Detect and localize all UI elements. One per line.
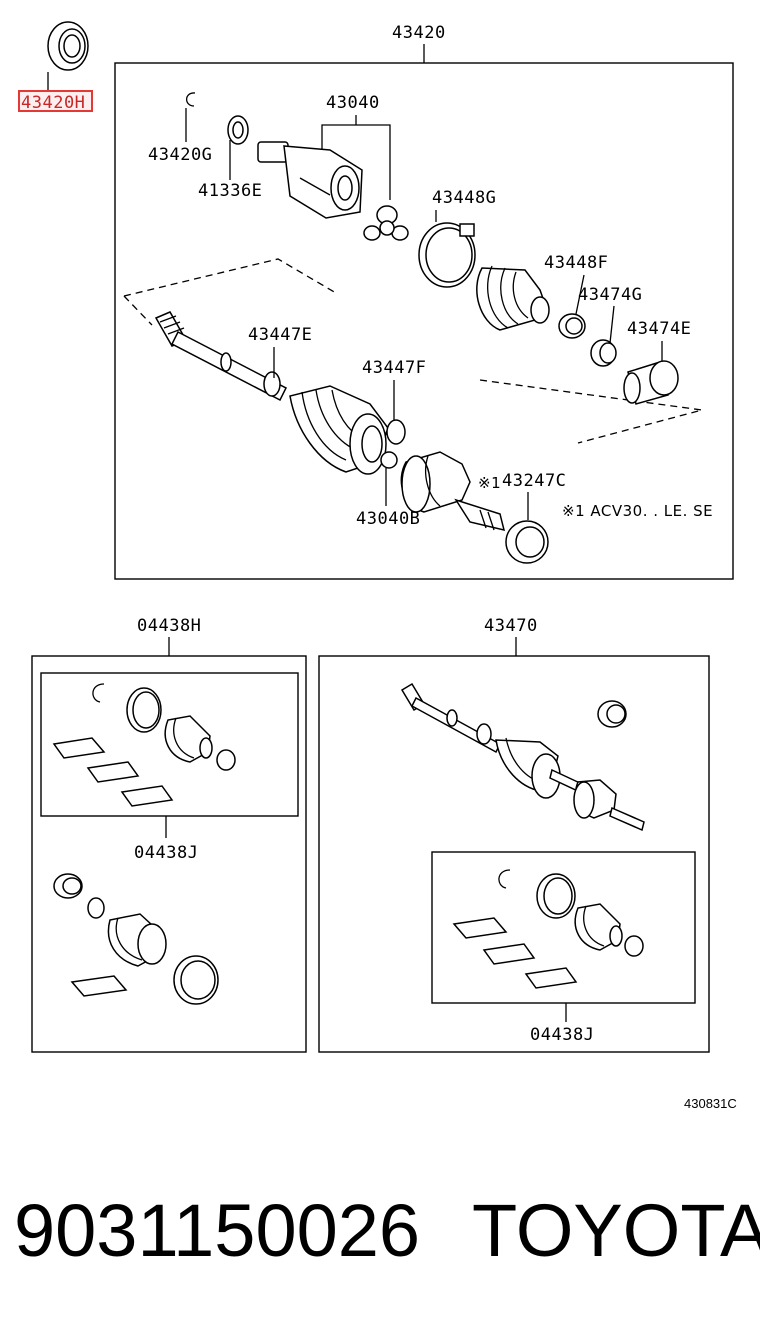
ring-43040b-drawing xyxy=(380,451,398,506)
main-assembly-frame xyxy=(114,62,734,580)
kit-04438j-left-frame xyxy=(40,672,299,817)
label-43247c[interactable]: 43247C xyxy=(502,471,566,491)
inner-boot-drawing xyxy=(476,265,550,331)
kit-04438j-right-parts xyxy=(452,869,644,989)
seal-43247c-drawing xyxy=(505,520,549,564)
label-43040[interactable]: 43040 xyxy=(326,93,380,113)
seal-43420h-drawing xyxy=(47,21,89,91)
label-43448f[interactable]: 43448F xyxy=(544,253,608,273)
note-marker: ※1 xyxy=(478,474,501,492)
label-43420g[interactable]: 43420G xyxy=(148,145,212,165)
damper-43474e-drawing xyxy=(623,360,679,405)
clamp-43474g-drawing xyxy=(590,339,617,367)
diagram-code: 430831C xyxy=(684,1096,737,1111)
label-04438j-right[interactable]: 04438J xyxy=(530,1025,594,1045)
outer-joint-drawing xyxy=(400,451,506,532)
assembly-43470-frame xyxy=(318,655,710,1053)
label-04438j-left[interactable]: 04438J xyxy=(134,843,198,863)
label-43447f[interactable]: 43447F xyxy=(362,358,426,378)
label-43474e[interactable]: 43474E xyxy=(627,319,691,339)
band-43447f-drawing xyxy=(386,419,406,445)
label-43447e[interactable]: 43447E xyxy=(248,325,312,345)
washer-41336e-drawing xyxy=(227,115,249,180)
kit-04438h-frame xyxy=(31,655,307,1053)
label-43420h[interactable]: 43420H xyxy=(21,93,85,113)
band-43448f-drawing xyxy=(558,313,586,339)
label-43474g[interactable]: 43474G xyxy=(578,285,642,305)
assembly-43470-shaft-drawing xyxy=(400,682,645,832)
tripod-drawing xyxy=(363,205,409,241)
snap-ring-43420g-drawing xyxy=(185,92,196,142)
label-43470[interactable]: 43470 xyxy=(484,616,538,636)
note-text: ※1 ACV30. . LE. SE xyxy=(562,502,713,520)
label-41336e[interactable]: 41336E xyxy=(198,181,262,201)
label-43420[interactable]: 43420 xyxy=(392,23,446,43)
brand-name: TOYOTA xyxy=(472,1189,760,1272)
highlight-box[interactable] xyxy=(18,90,93,112)
label-04438h[interactable]: 04438H xyxy=(137,616,201,636)
outer-boot-drawing xyxy=(289,385,389,475)
label-43448g[interactable]: 43448G xyxy=(432,188,496,208)
kit-04438j-right-frame xyxy=(431,851,696,1004)
drive-shaft-drawing xyxy=(154,311,288,402)
kit-04438h-parts xyxy=(53,873,219,1005)
band-43448g-drawing xyxy=(418,222,476,288)
part-number: 9031150026 xyxy=(14,1189,420,1272)
inner-joint-43040-drawing xyxy=(257,141,363,219)
label-43040b[interactable]: 43040B xyxy=(356,509,420,529)
kit-04438j-left-parts xyxy=(52,683,236,807)
